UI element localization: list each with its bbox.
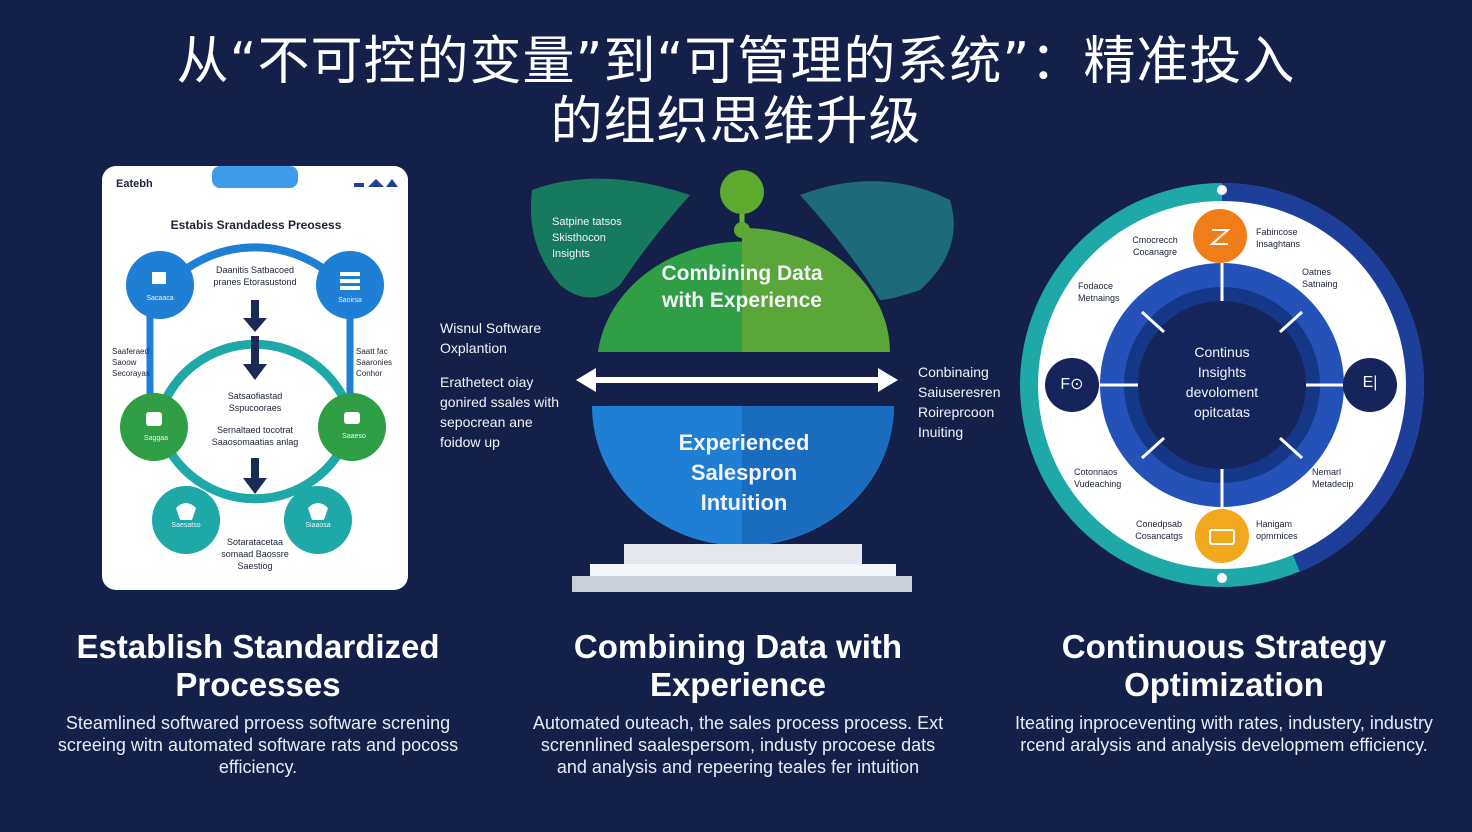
page-title-line2: 的组织思维升级 (550, 92, 922, 152)
card-left-note: Saaferaed Saoow Secorayas (112, 347, 150, 378)
list-icon (340, 272, 360, 276)
node-mid-right (318, 393, 386, 461)
handshake-icon (308, 503, 328, 520)
wheel-br-label: Nemarl Metadecip (1312, 467, 1354, 489)
caption-1-title: Establish Standardized Processes (76, 628, 440, 703)
wheel-tr-label: Fabincose Insaghtans (1256, 227, 1301, 249)
middle-top-left-bubble-text: Satpine tatsos Skisthocon Insights (552, 216, 622, 260)
monitor-icon (1209, 529, 1235, 545)
node-tl-label: Sacaaca (146, 295, 174, 302)
wheel-bbr-label: Hanigam opmrnices (1256, 519, 1298, 541)
left-node (1045, 358, 1099, 412)
wheel-bbl-label: Conedpsab Cosancatgs (1135, 519, 1183, 541)
chart-icon (152, 272, 166, 284)
wheel-bl-label: Cotonnaos Vudeaching (1074, 467, 1122, 489)
caption-3-body: Iteating inproceventing with rates, indu… (1015, 713, 1433, 755)
middle-dome-diagram (530, 170, 954, 592)
card-center-low: Sernaltaed tocotrat Saaosomaatias anlag (211, 425, 299, 447)
middle-left-label-2: Erathetect oiay gonired ssales with sepo… (440, 374, 560, 450)
node-br-label: Siaaosa (305, 522, 331, 529)
hourglass-icon (1209, 229, 1231, 245)
card-heading: Estabis Srandadess Preosess (170, 218, 342, 232)
caption-2-title: Combining Data with Experience (573, 628, 903, 703)
wheel-l-label: Fodaoce Metnaings (1078, 281, 1120, 303)
car-icon (344, 412, 360, 424)
wheel-center-text: Continus Insights devoloment opitcatas (1185, 344, 1259, 420)
card-right-note: Saatt fac Saaronies Conhor (356, 347, 393, 378)
dome-bottom-text: Experienced Salespron Intuition (678, 430, 810, 515)
card-center-mid: Satsaofiastad Sspucooraes (227, 391, 283, 413)
caption-3-title: Continuous Strategy Optimization (1061, 628, 1387, 703)
node-ml-label: Saggaa (143, 435, 169, 442)
node-bl-label: Saesatso (171, 522, 201, 529)
wheel-r-label: Oatnes Satnaing (1302, 267, 1338, 289)
node-top-right (316, 251, 384, 319)
right-node (1343, 358, 1397, 412)
left-process-card (102, 166, 408, 590)
wheel-right-icon: E| (1362, 374, 1378, 391)
middle-left-label-1: Wisnul Software Oxplantion (440, 320, 542, 356)
card-center-bottom: Sotaratacetaa somaad Baossre Saestiog (221, 537, 289, 571)
yellow-node (1195, 509, 1249, 563)
node-mid-left (120, 393, 188, 461)
dome-top-text: Combining Data with Experience (661, 262, 823, 312)
node-mr-label: Saaeso (342, 433, 366, 440)
hand-icon (176, 503, 196, 520)
node-tr-label: Saoirsa (338, 297, 362, 304)
caption-1-body: Steamlined softwared prroess software sc… (57, 713, 459, 777)
caption-2-body: Automated outeach, the sales process pro… (532, 713, 944, 777)
right-strategy-wheel (1020, 183, 1425, 587)
card-corner-label: Eatebh (116, 178, 153, 190)
middle-right-label: Conbinaing Saiuseresren Roireprcoon Inui… (918, 364, 1001, 440)
wheel-tl-label: Cmocrecch Cocanagre (1132, 235, 1178, 257)
wheel-left-icon: F⊙ (1060, 376, 1084, 393)
card-center-top: Daanitis Satbacoed pranes Etorasustond (213, 265, 297, 287)
page-title-line1: 从“不可控的变量”到“可管理的系统”：精准投入 (176, 32, 1296, 92)
box-icon (146, 412, 162, 426)
node-top-left (126, 251, 194, 319)
